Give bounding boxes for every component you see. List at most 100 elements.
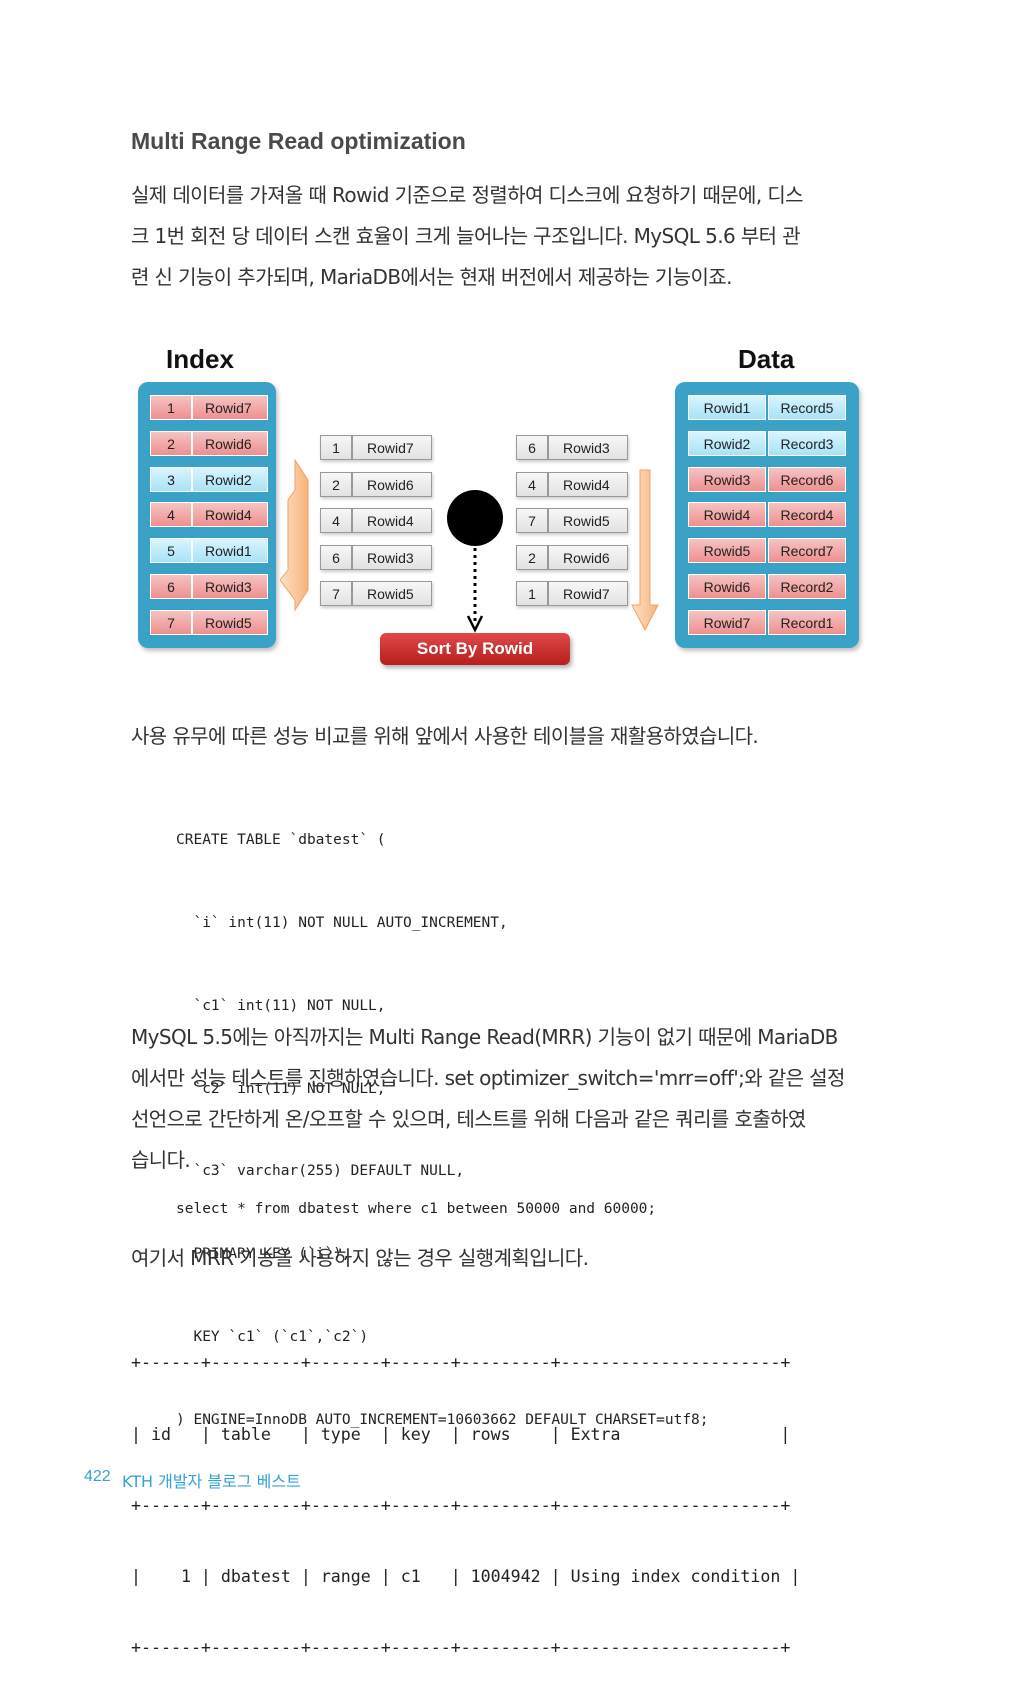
data-row-record: Record5 <box>768 395 846 420</box>
explain-intro-paragraph: 여기서 MRR 기능을 사용하지 않는 경우 실행계획입니다. <box>131 1246 589 1270</box>
index-row-number: 6 <box>150 574 192 599</box>
book-title: KTH 개발자 블로그 베스트 <box>122 1472 301 1491</box>
sorted-row-rowid: Rowid7 <box>548 581 628 606</box>
page-number: 422 <box>84 1468 111 1485</box>
sorted-row-rowid: Rowid6 <box>548 544 628 570</box>
sort-by-rowid-label: Sort By Rowid <box>380 633 570 665</box>
sorted-row-number: 4 <box>516 471 548 497</box>
index-row-number: 1 <box>150 395 192 420</box>
mariadb-paragraph: MySQL 5.5에는 아직까지는 Multi Range Read(MRR) … <box>131 1017 871 1181</box>
sorted-row-number: 1 <box>516 581 548 606</box>
unsorted-row-number: 2 <box>320 471 352 497</box>
select-query-code: select * from dbatest where c1 between 5… <box>176 1201 657 1217</box>
data-row-rowid: Rowid7 <box>688 609 766 635</box>
unsorted-row-rowid: Rowid3 <box>352 544 432 570</box>
sorted-row-number: 7 <box>516 508 548 533</box>
down-arrow-icon <box>631 469 659 632</box>
dotted-arrow-icon <box>466 548 484 633</box>
index-row-number: 4 <box>150 502 192 528</box>
sorted-row-number: 6 <box>516 435 548 460</box>
index-row-number: 2 <box>150 430 192 456</box>
index-row-rowid: Rowid1 <box>192 538 268 564</box>
mariadb-line: MySQL 5.5에는 아직까지는 Multi Range Read(MRR) … <box>131 1025 838 1049</box>
intro-line: 실제 데이터를 가져올 때 Rowid 기준으로 정렬하여 디스크에 요청하기 … <box>131 183 804 207</box>
sorted-row-number: 2 <box>516 544 548 570</box>
data-row-rowid: Rowid5 <box>688 538 766 564</box>
data-row-rowid: Rowid3 <box>688 466 766 492</box>
code-line: PRIMARY KEY (`i`), <box>176 1246 351 1263</box>
section-heading: Multi Range Read optimization <box>131 128 466 154</box>
code-line: CREATE TABLE `dbatest` ( <box>176 832 386 849</box>
index-label: Index <box>166 344 234 374</box>
explain-line: +------+---------+-------+------+-------… <box>131 1637 791 1657</box>
index-row-number: 7 <box>150 609 192 635</box>
unsorted-row-number: 1 <box>320 435 352 460</box>
index-row-rowid: Rowid6 <box>192 430 268 456</box>
intro-line: 크 1번 회전 당 데이터 스캔 효율이 크게 늘어나는 구조입니다. MySQ… <box>131 224 801 248</box>
up-arrow-icon <box>280 458 309 612</box>
process-dot <box>447 490 503 546</box>
data-row-record: Record4 <box>768 502 846 528</box>
explain-output: +------+---------+-------+------+-------… <box>131 1304 800 1683</box>
data-row-record: Record3 <box>768 430 846 456</box>
index-row-number: 3 <box>150 466 192 492</box>
data-row-rowid: Rowid1 <box>688 395 766 420</box>
index-row-rowid: Rowid4 <box>192 502 268 528</box>
unsorted-row-rowid: Rowid7 <box>352 435 432 460</box>
code-line: `c2` int(11) NOT NULL, <box>176 1080 386 1097</box>
sorted-row-rowid: Rowid4 <box>548 471 628 497</box>
intro-paragraph: 실제 데이터를 가져올 때 Rowid 기준으로 정렬하여 디스크에 요청하기 … <box>131 175 871 298</box>
code-line: `i` int(11) NOT NULL AUTO_INCREMENT, <box>176 914 508 931</box>
explain-line: | id | table | type | key | rows | Extra… <box>131 1424 791 1444</box>
sorted-row-rowid: Rowid3 <box>548 435 628 460</box>
index-row-rowid: Rowid3 <box>192 574 268 599</box>
unsorted-row-rowid: Rowid6 <box>352 471 432 497</box>
create-table-code: CREATE TABLE `dbatest` ( `i` int(11) NOT… <box>176 772 709 1462</box>
data-row-rowid: Rowid2 <box>688 430 766 456</box>
unsorted-row-number: 6 <box>320 544 352 570</box>
reuse-paragraph: 사용 유무에 따른 성능 비교를 위해 앞에서 사용한 테이블을 재활용하였습니… <box>131 724 759 748</box>
explain-line: +------+---------+-------+------+-------… <box>131 1495 791 1515</box>
index-row-number: 5 <box>150 538 192 564</box>
mariadb-line: 에서만 성능 테스트를 진행하였습니다. set optimizer_switc… <box>131 1066 845 1090</box>
data-label: Data <box>738 344 795 374</box>
sorted-row-rowid: Rowid5 <box>548 508 628 533</box>
mariadb-line: 선언으로 간단하게 온/오프할 수 있으며, 테스트를 위해 다음과 같은 쿼리… <box>131 1107 806 1131</box>
code-line: ) ENGINE=InnoDB AUTO_INCREMENT=10603662 … <box>176 1411 709 1428</box>
index-row-rowid: Rowid7 <box>192 395 268 420</box>
data-row-record: Record7 <box>768 538 846 564</box>
mariadb-line: 습니다. <box>131 1148 191 1172</box>
index-row-rowid: Rowid5 <box>192 609 268 635</box>
unsorted-row-number: 4 <box>320 508 352 533</box>
code-line: `c3` varchar(255) DEFAULT NULL, <box>176 1163 465 1180</box>
explain-line: +------+---------+-------+------+-------… <box>131 1353 791 1373</box>
intro-line: 련 신 기능이 추가되며, MariaDB에서는 현재 버전에서 제공하는 기능… <box>131 265 732 289</box>
data-row-record: Record1 <box>768 609 846 635</box>
data-row-rowid: Rowid4 <box>688 502 766 528</box>
unsorted-row-rowid: Rowid4 <box>352 508 432 533</box>
index-row-rowid: Rowid2 <box>192 466 268 492</box>
code-line: `c1` int(11) NOT NULL, <box>176 997 386 1014</box>
